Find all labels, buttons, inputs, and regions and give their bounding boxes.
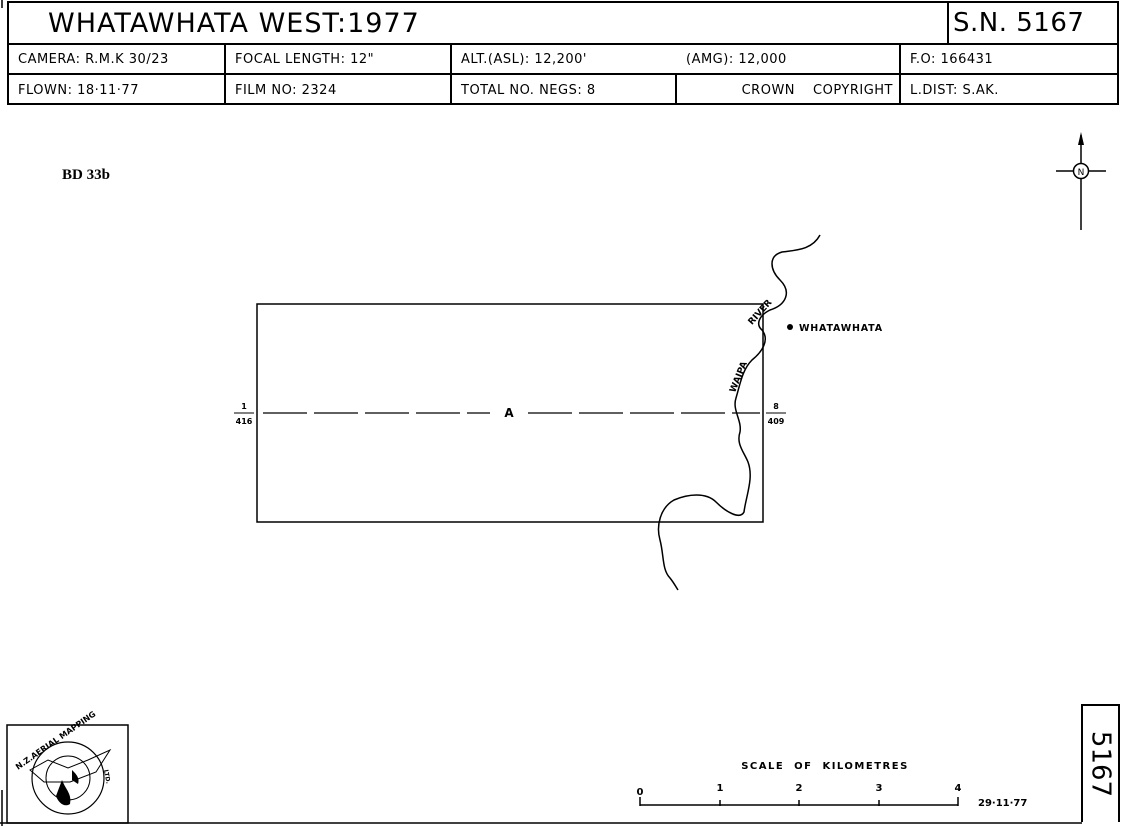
map-title: WHATAWHATA WEST:1977 bbox=[48, 7, 420, 39]
copyright-label: COPYRIGHT bbox=[813, 82, 893, 98]
header-vline-1 bbox=[224, 43, 226, 105]
l-dist-field: L.DIST: S.AK. bbox=[910, 82, 999, 98]
header-divider-2 bbox=[9, 73, 1117, 75]
north-arrow-icon: N bbox=[1056, 132, 1106, 230]
altitude-amg-field: (AMG): 12,000 bbox=[686, 51, 787, 67]
total-negs-field: TOTAL NO. NEGS: 8 bbox=[461, 82, 596, 98]
company-logo: N.Z.AERIAL MAPPING LTD. bbox=[6, 709, 129, 824]
logo-ltd-text: LTD. bbox=[102, 769, 111, 784]
north-label: N bbox=[1078, 168, 1085, 178]
scale-tick-3: 3 bbox=[876, 783, 883, 794]
town-label: WHATAWHATA bbox=[799, 323, 883, 334]
header-vline-3 bbox=[675, 73, 677, 105]
altitude-asl-field: ALT.(ASL): 12,200' bbox=[461, 51, 587, 67]
focal-length-field: FOCAL LENGTH: 12" bbox=[235, 51, 375, 67]
coverage-rectangle bbox=[256, 303, 764, 523]
flown-field: FLOWN: 18·11·77 bbox=[18, 82, 139, 98]
start-photo-number: 1 bbox=[241, 402, 247, 411]
scale-bar: SCALE OF KILOMETRES 0 1 2 3 4 29·11·77 bbox=[637, 761, 1028, 809]
film-no-field: FILM NO: 2324 bbox=[235, 82, 337, 98]
header-vline-4 bbox=[899, 43, 901, 105]
sheet-reference: BD 33b bbox=[62, 167, 110, 183]
logo-text: N.Z.AERIAL MAPPING bbox=[14, 709, 97, 771]
river-label: RIVER bbox=[747, 298, 775, 327]
crown-label: CROWN bbox=[741, 82, 796, 98]
waipa-label: WAIPA bbox=[728, 360, 749, 394]
waipa-river bbox=[657, 234, 821, 591]
run-label: A bbox=[504, 406, 514, 420]
corner-number: 5167 bbox=[1086, 731, 1116, 797]
copyright-field: CROWN COPYRIGHT bbox=[677, 75, 899, 105]
end-photo-count: 409 bbox=[768, 417, 785, 426]
scale-tick-1: 1 bbox=[717, 783, 724, 794]
corner-number-box: 5167 bbox=[1081, 704, 1120, 822]
start-photo-count: 416 bbox=[236, 417, 253, 426]
header-vline-2 bbox=[450, 43, 452, 105]
header-vline-sn bbox=[947, 3, 949, 43]
scale-tick-2: 2 bbox=[796, 783, 803, 794]
scale-tick-4: 4 bbox=[955, 783, 962, 794]
camera-field: CAMERA: R.M.K 30/23 bbox=[18, 51, 169, 67]
sortie-number: S.N. 5167 bbox=[953, 8, 1085, 38]
town-marker-icon bbox=[787, 324, 793, 330]
scale-tick-0: 0 bbox=[637, 787, 644, 798]
scale-title: SCALE OF KILOMETRES bbox=[741, 761, 909, 772]
header-divider-1 bbox=[9, 43, 1117, 45]
scale-date: 29·11·77 bbox=[978, 798, 1027, 809]
header-table: WHATAWHATA WEST:1977 S.N. 5167 CAMERA: R… bbox=[7, 1, 1119, 105]
fo-field: F.O: 166431 bbox=[910, 51, 994, 67]
end-photo-number: 8 bbox=[773, 402, 779, 411]
